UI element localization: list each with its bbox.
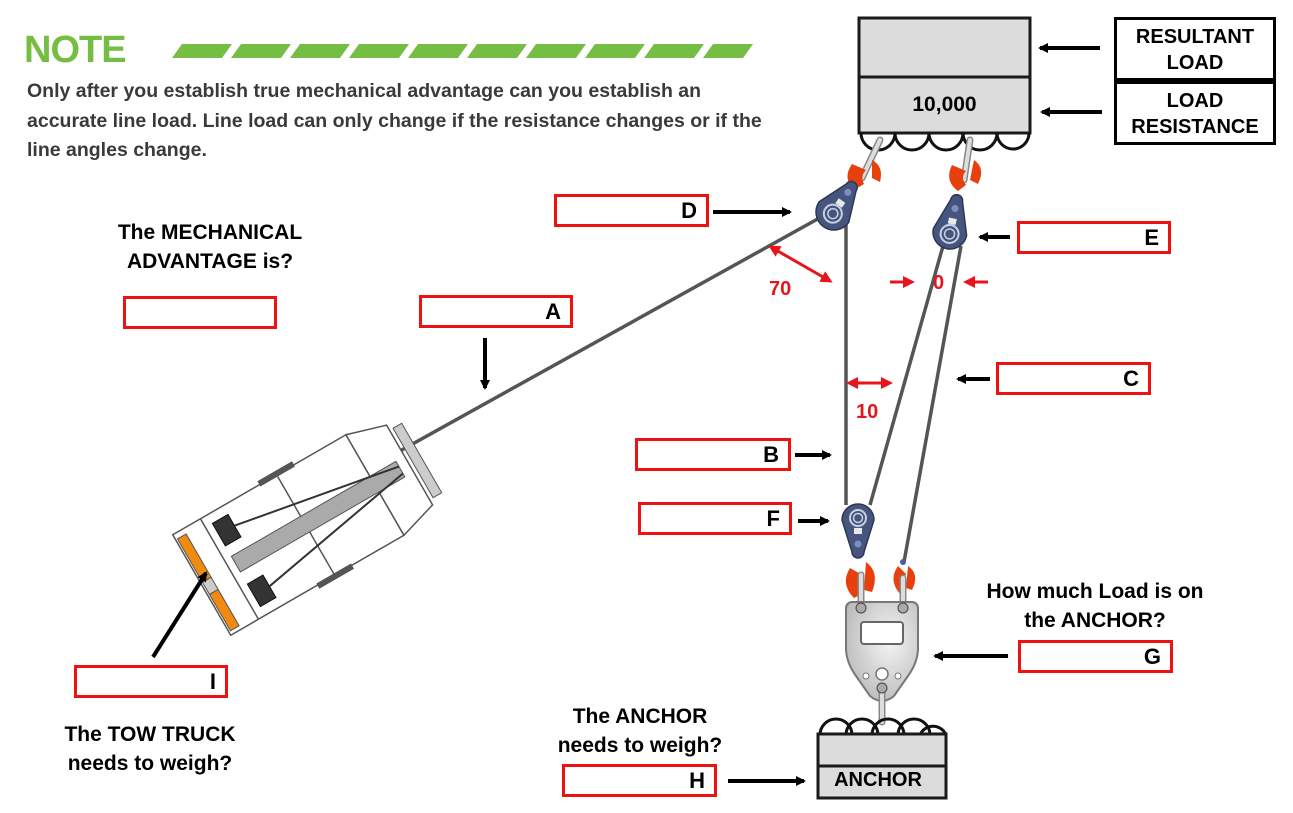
arrow-i [151, 571, 208, 659]
anchor-load-question: How much Load is on the ANCHOR? [986, 580, 1204, 632]
mechanical-advantage-input[interactable] [123, 296, 277, 329]
answer-box-h[interactable]: H [562, 764, 717, 797]
angle-f-value: 10 [856, 401, 879, 423]
anchor-label: ANCHOR [834, 769, 922, 791]
answer-box-f[interactable]: F [638, 502, 792, 535]
answer-box-i[interactable]: I [74, 665, 228, 698]
pointer-arrows [151, 207, 1010, 786]
tow-truck [171, 422, 443, 637]
bottom-hook-right [893, 559, 916, 612]
answer-box-b[interactable]: B [635, 438, 791, 471]
rope-c [902, 245, 963, 563]
answer-box-d[interactable]: D [554, 194, 709, 227]
load-sling-loops [859, 132, 1031, 152]
load-resistance-value: 10,000 [912, 93, 977, 116]
pulley-f [841, 503, 875, 559]
pulley-e [932, 193, 968, 250]
pulley-d [815, 180, 858, 231]
mechanical-advantage-question: The MECHANICAL ADVANTAGE is? [117, 221, 303, 273]
top-hook-right [949, 136, 982, 191]
anchor-block [816, 717, 948, 800]
anchor-weigh-question: The ANCHOR needs to weigh? [557, 705, 723, 757]
note-dash-stripe [172, 44, 753, 58]
load-block [857, 16, 1032, 152]
load-resistance-cell [857, 75, 1032, 135]
rope-a [379, 209, 833, 464]
tow-truck-question: The TOW TRUCK needs to weigh? [64, 723, 236, 775]
angle-d-arrow [768, 245, 833, 283]
ropes [379, 209, 963, 563]
rope-e-to-f [868, 245, 945, 506]
angle-d-value: 70 [769, 278, 792, 300]
answer-box-c[interactable]: C [996, 362, 1151, 395]
angle-indicators [768, 245, 988, 389]
answer-box-g[interactable]: G [1018, 640, 1173, 673]
note-title: NOTE [24, 29, 127, 71]
resultant-load-label: RESULTANT LOAD [1114, 17, 1276, 81]
anchor-plate [845, 601, 919, 726]
angle-e-value: 0 [933, 272, 945, 294]
resultant-load-cell [857, 16, 1032, 79]
load-resistance-label: LOAD RESISTANCE [1114, 81, 1276, 145]
answer-box-e[interactable]: E [1017, 221, 1171, 254]
answer-box-a[interactable]: A [419, 295, 573, 328]
note-body: Only after you establish true mechanical… [27, 80, 762, 161]
